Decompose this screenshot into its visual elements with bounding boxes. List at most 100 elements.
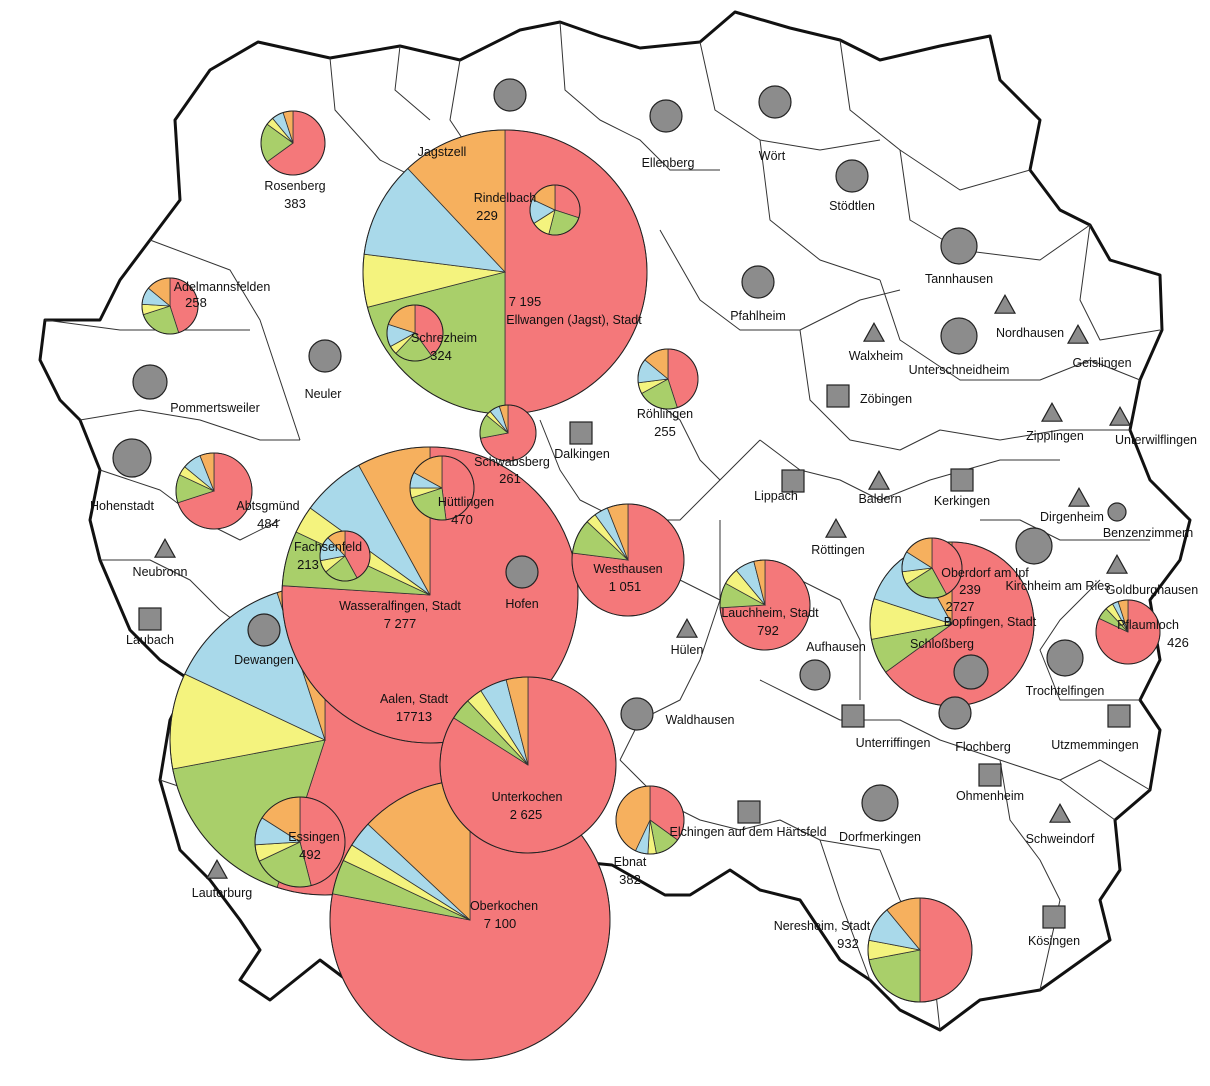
label-abtsgmuend-name: Abtsgmünd [236, 499, 299, 513]
pie-huettlingen [409, 455, 475, 521]
label-schrezheim-value: 324 [430, 348, 452, 363]
symbol-circle-schlossberg [953, 654, 989, 690]
pie-rindelbach [529, 184, 581, 236]
pie-pflaumloch [1095, 599, 1161, 665]
label-neresheim-name: Neresheim, Stadt [774, 919, 871, 933]
pie-outline [281, 446, 579, 744]
label-adelmannsfelden-value: 258 [185, 295, 207, 310]
pie-oberdorf [901, 537, 963, 599]
label-oberkochen-name: Oberkochen [470, 899, 538, 913]
label-dorfmerkingen: Dorfmerkingen [839, 830, 921, 844]
label-unterschneidheim: Unterschneidheim [909, 363, 1010, 377]
symbol-circle-waldhausen [620, 697, 654, 731]
label-unterwilflingen: Unterwilflingen [1115, 433, 1197, 447]
pie-charts-layer [141, 110, 1161, 1061]
label-unterkochen-value: 2 625 [510, 807, 543, 822]
pie-fachsenfeld [319, 530, 371, 582]
label-pfahlheim: Pfahlheim [730, 309, 786, 323]
symbol-triangle-dirgenheim [1067, 486, 1091, 507]
pie-outline [386, 304, 444, 362]
pie-outline [615, 785, 685, 855]
label-dewangen: Dewangen [234, 653, 294, 667]
label-schlossberg: Schloßberg [910, 637, 974, 651]
label-rosenberg-name: Rosenberg [264, 179, 325, 193]
pie-outline [637, 348, 699, 410]
symbol-circle-flochberg [938, 696, 972, 730]
symbol-square-elchingen [737, 800, 761, 824]
label-pflaumloch-value: 426 [1167, 635, 1189, 650]
pie-outline [260, 110, 326, 176]
pie-schrezheim [386, 304, 444, 362]
label-ebnat-name: Ebnat [614, 855, 647, 869]
label-wasseralfingen-value: 7 277 [384, 616, 417, 631]
label-ellenberg: Ellenberg [642, 156, 695, 170]
symbol-circle-dorfmerkingen [861, 784, 899, 822]
symbol-square-lippach [781, 469, 805, 493]
symbol-circle-jagstzell [493, 78, 527, 112]
pie-essingen [254, 796, 346, 888]
label-schrezheim-name: Schrezheim [411, 331, 477, 345]
label-schwabsberg-name: Schwabsberg [474, 455, 550, 469]
pie-outline [901, 537, 963, 599]
symbol-triangle-walxheim [862, 321, 886, 342]
pie-outline [175, 452, 253, 530]
label-dirgenheim: Dirgenheim [1040, 510, 1104, 524]
pie-outline [141, 277, 199, 335]
label-laubach: Laubach [126, 633, 174, 647]
pie-ebnat [615, 785, 685, 855]
label-bopfingen-name: Bopfingen, Stadt [944, 615, 1037, 629]
label-lauchheim-name: Lauchheim, Stadt [721, 606, 819, 620]
pie-schwabsberg [479, 404, 537, 462]
symbol-square-unterriffingen [841, 704, 865, 728]
symbol-circle-hohenstadt [112, 438, 152, 478]
symbol-circle-neuler [308, 339, 342, 373]
pie-outline [1095, 599, 1161, 665]
label-ohmenheim: Ohmenheim [956, 789, 1024, 803]
pie-outline [571, 503, 685, 617]
label-essingen-name: Essingen [288, 830, 339, 844]
labels-layer: Rosenberg 383 Rindelbach 229 Adelmannsfe… [90, 145, 1198, 951]
label-roettingen: Röttingen [811, 543, 865, 557]
label-essingen-value: 492 [299, 847, 321, 862]
label-kerkingen: Kerkingen [934, 494, 990, 508]
label-hohenstadt: Hohenstadt [90, 499, 154, 513]
label-roehlingen-name: Röhlingen [637, 407, 693, 421]
label-woert: Wört [759, 149, 786, 163]
label-waldhausen: Waldhausen [665, 713, 734, 727]
symbol-triangle-lauterburg [205, 858, 229, 879]
label-aufhausen: Aufhausen [806, 640, 866, 654]
symbol-triangle-unterwilflingen [1108, 405, 1132, 426]
label-ellwangen-name: Ellwangen (Jagst), Stadt [506, 313, 642, 327]
pie-rosenberg [260, 110, 326, 176]
symbol-circle-unterschneidheim [940, 317, 978, 355]
symbol-square-ohmenheim [978, 763, 1002, 787]
label-abtsgmuend-value: 484 [257, 516, 279, 531]
symbol-triangle-roettingen [824, 517, 848, 538]
symbol-circle-stoedtlen [835, 159, 869, 193]
label-westhausen-value: 1 051 [609, 579, 642, 594]
label-rosenberg-value: 383 [284, 196, 306, 211]
label-koesingen: Kösingen [1028, 934, 1080, 948]
symbol-circle-benzenzimmern [1107, 502, 1127, 522]
label-utzmemmingen: Utzmemmingen [1051, 738, 1139, 752]
label-benzenzimmern: Benzenzimmern [1103, 526, 1193, 540]
label-ebnat-value: 382 [619, 872, 641, 887]
symbol-circle-aufhausen [799, 659, 831, 691]
pie-outline [479, 404, 537, 462]
symbol-circle-hofen [505, 555, 539, 589]
pie-adelmannsfelden [141, 277, 199, 335]
label-dalkingen: Dalkingen [554, 447, 610, 461]
symbol-square-dalkingen [569, 421, 593, 445]
label-goldburghausen: Goldburghausen [1106, 583, 1198, 597]
symbol-triangle-geislingen [1066, 323, 1090, 344]
label-stoedtlen: Stödtlen [829, 199, 875, 213]
label-schwabsberg-value: 261 [499, 471, 521, 486]
label-neubronn: Neubronn [133, 565, 188, 579]
label-wasseralfingen-name: Wasseralfingen, Stadt [339, 599, 461, 613]
symbol-square-utzmemmingen [1107, 704, 1131, 728]
label-oberkochen-value: 7 100 [484, 916, 517, 931]
pie-westhausen [571, 503, 685, 617]
label-fachsenfeld-name: Fachsenfeld [294, 540, 362, 554]
symbol-square-zoebingen [826, 384, 850, 408]
